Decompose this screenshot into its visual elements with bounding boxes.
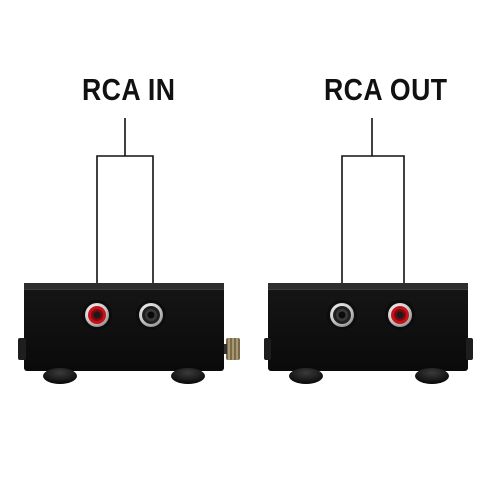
left-device-body	[24, 283, 224, 371]
rca-out-label: RCA OUT	[324, 72, 448, 107]
left-device	[18, 283, 240, 384]
rca-out-callout-lines	[341, 118, 405, 290]
right-device-foot-1	[289, 368, 323, 384]
right-device-foot-2	[415, 368, 449, 384]
rca-in-callout-lines	[96, 118, 154, 290]
right-red-jack	[385, 300, 415, 330]
right-device	[264, 283, 473, 384]
right-device-body	[268, 283, 468, 371]
left-black-jack	[136, 300, 166, 330]
rca-in-label: RCA IN	[82, 72, 176, 107]
right-black-jack	[327, 300, 357, 330]
left-device-foot-2	[171, 368, 205, 384]
left-device-foot-1	[43, 368, 77, 384]
left-red-jack	[82, 300, 112, 330]
